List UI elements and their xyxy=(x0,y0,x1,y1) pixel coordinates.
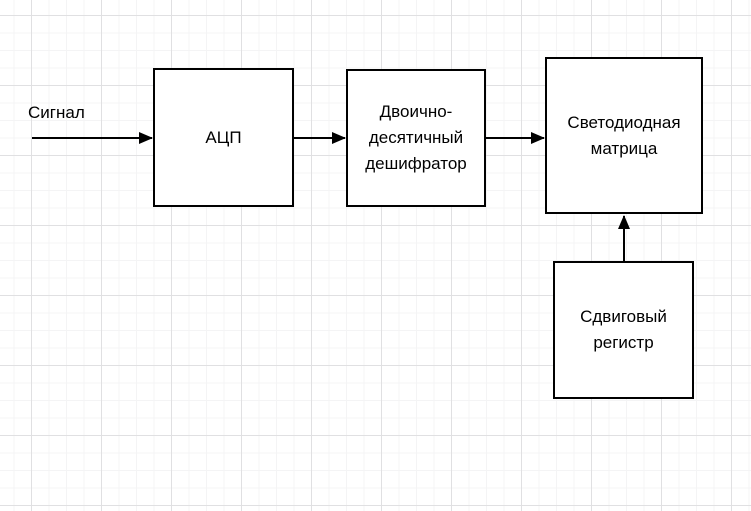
node-shift-register-label: Сдвиговый регистр xyxy=(580,307,667,352)
node-shift-register[interactable]: Сдвиговый регистр xyxy=(553,261,694,399)
node-led-matrix-label: Светодиодная матрица xyxy=(567,112,681,158)
signal-edge-label[interactable]: Сигнал xyxy=(28,103,85,122)
node-adc[interactable]: АЦП xyxy=(153,68,294,207)
node-led-matrix[interactable]: Светодиодная матрица xyxy=(545,57,703,214)
node-decoder[interactable]: Двоично- десятичный дешифратор xyxy=(346,69,486,207)
node-decoder-label: Двоично- десятичный дешифратор xyxy=(365,102,467,173)
node-adc-label: АЦП xyxy=(205,127,242,147)
